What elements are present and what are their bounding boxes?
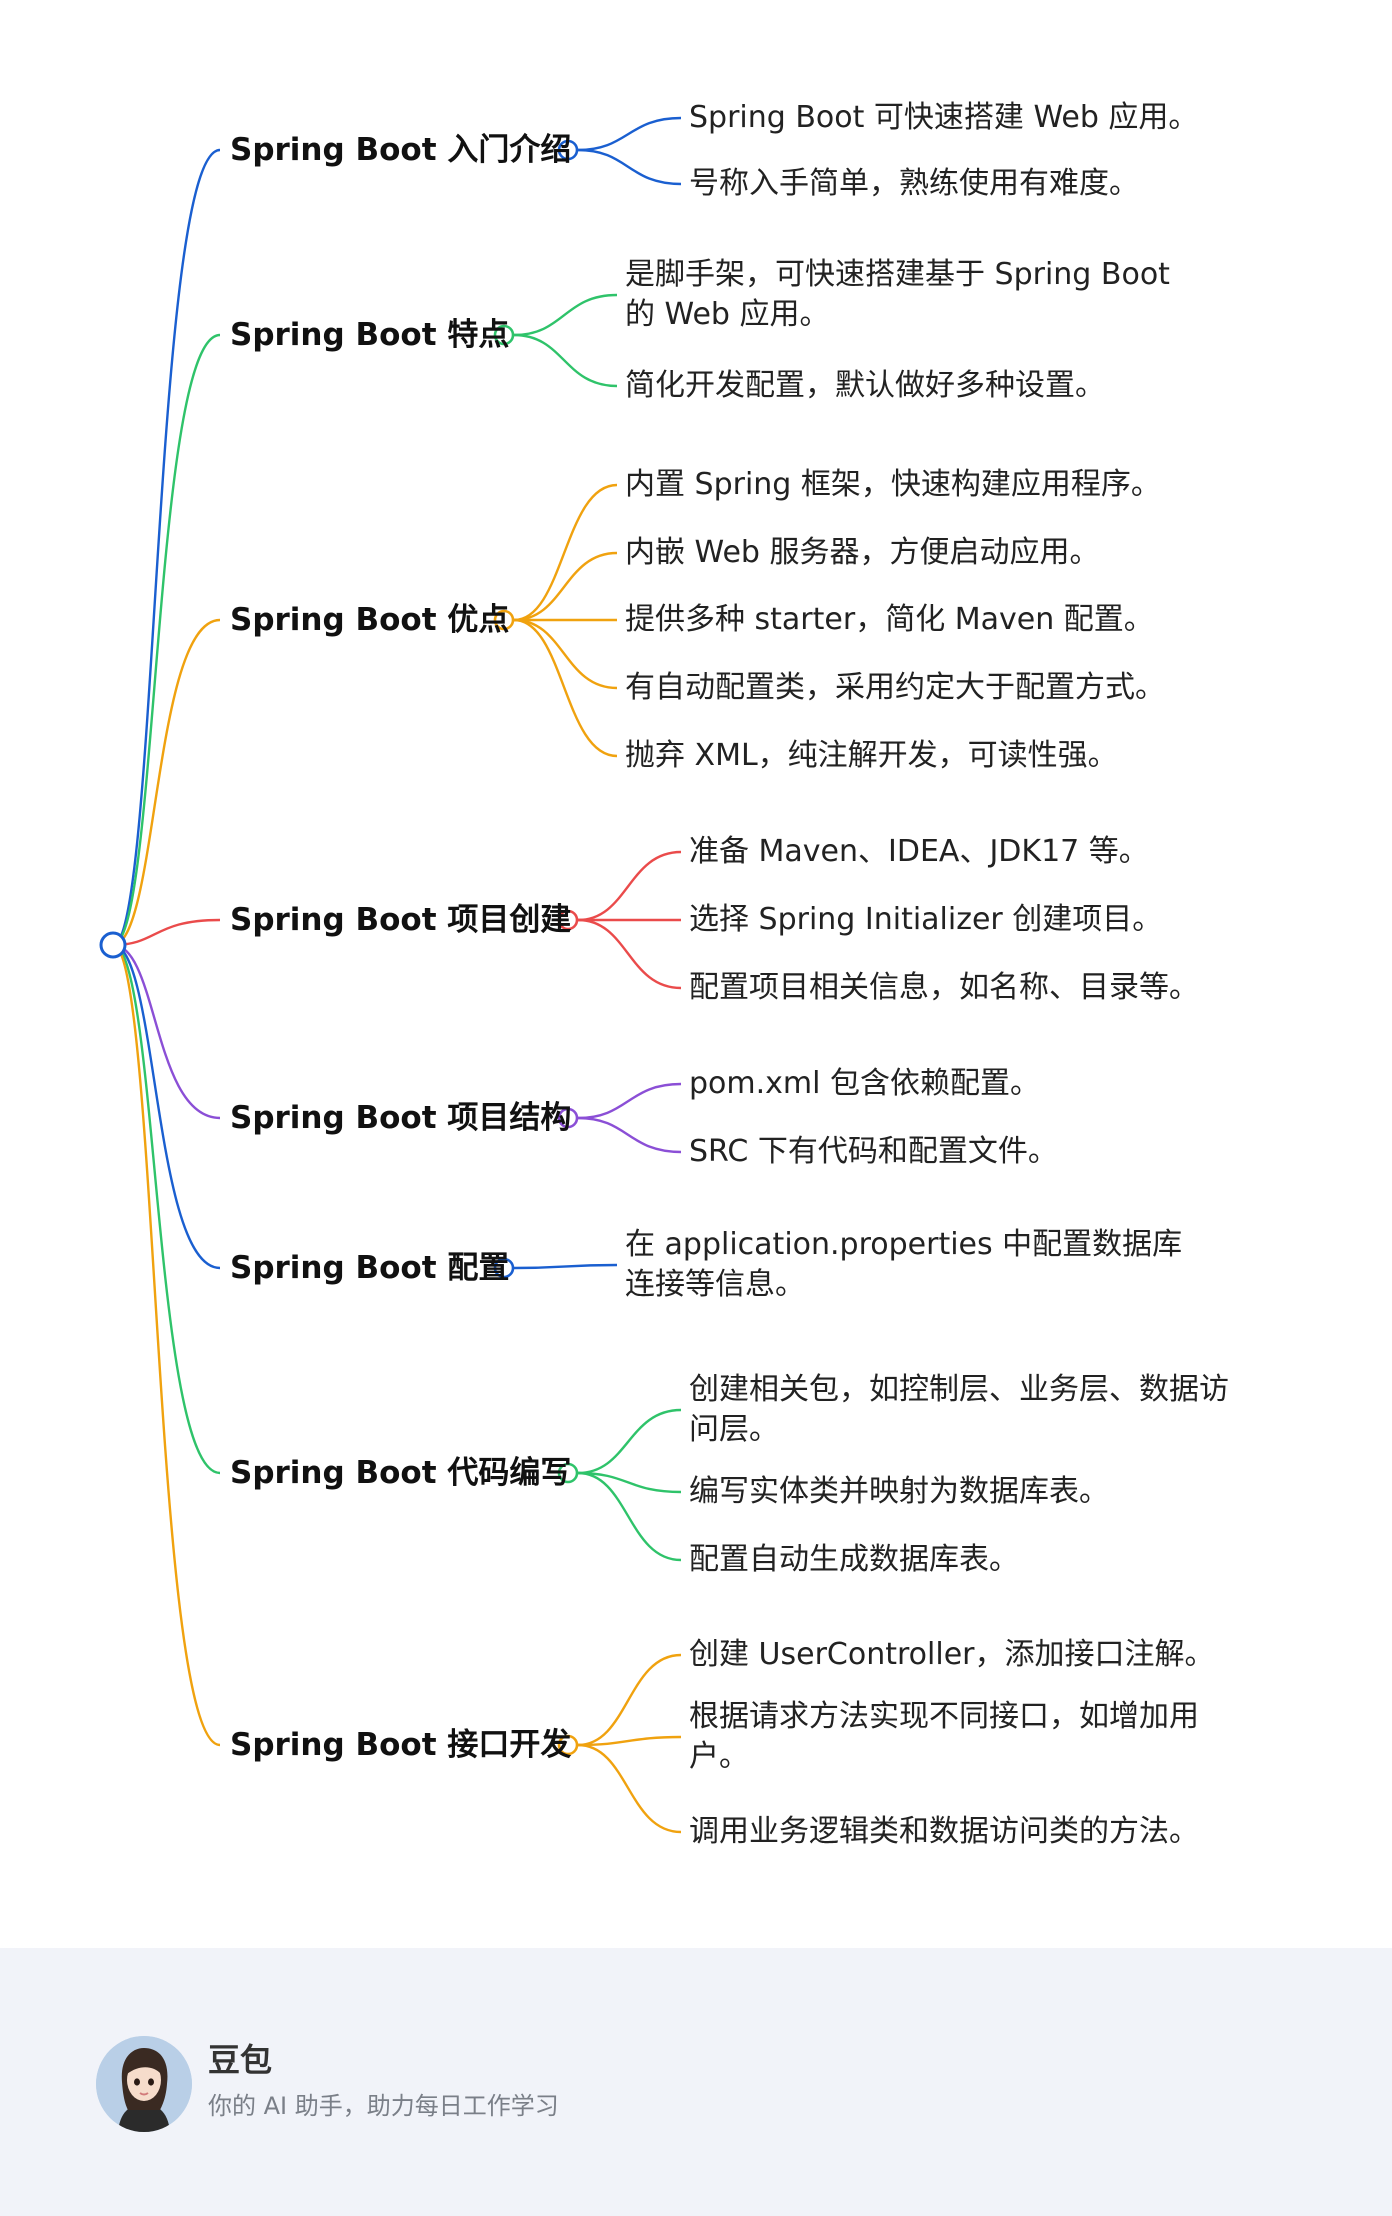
- leaf-connector: [577, 1743, 682, 1834]
- branch-label: Spring Boot 特点: [230, 317, 510, 353]
- leaf-label: 抛弃 XML，纯注解开发，可读性强。: [625, 738, 1118, 773]
- leaf-label: 内嵌 Web 服务器，方便启动应用。: [625, 535, 1100, 570]
- branch-node: [493, 1257, 515, 1279]
- branch-node: [557, 909, 579, 931]
- branch-label: Spring Boot 接口开发: [230, 1727, 572, 1763]
- leaf-connector: [577, 1082, 682, 1120]
- brand-name: 豆包: [208, 2041, 273, 2079]
- leaf-connector: [577, 918, 682, 990]
- leaf-connector: [513, 551, 618, 622]
- leaf-label: pom.xml 包含依赖配置。: [689, 1066, 1041, 1101]
- branch-node: [557, 1107, 579, 1129]
- leaf-connector: [577, 1735, 682, 1747]
- leaf-label: Spring Boot 可快速搭建 Web 应用。: [689, 100, 1199, 135]
- leaf-label: 号称入手简单，熟练使用有难度。: [689, 166, 1139, 201]
- mind-map-connectors: [99, 116, 682, 1834]
- leaf-label: 内置 Spring 框架，快速构建应用程序。: [625, 467, 1161, 502]
- branch-node: [493, 609, 515, 631]
- leaf-connector: [513, 483, 618, 622]
- root-branch-connector: [112, 943, 221, 1747]
- leaf-connector: [577, 116, 682, 152]
- branch-node: [557, 139, 579, 161]
- leaf-connector: [577, 1408, 682, 1475]
- leaf-label: 是脚手架，可快速搭建基于 Spring Boot 的 Web 应用。: [625, 257, 1170, 332]
- branch-label: Spring Boot 项目结构: [230, 1100, 572, 1136]
- branch-label: Spring Boot 入门介绍: [230, 132, 572, 168]
- leaf-connector: [513, 618, 618, 758]
- leaf-label: 调用业务逻辑类和数据访问类的方法。: [689, 1814, 1199, 1849]
- leaf-label: 根据请求方法实现不同接口，如增加用户。: [689, 1699, 1199, 1774]
- leaf-connector: [577, 1471, 682, 1562]
- branch-label: Spring Boot 配置: [230, 1250, 510, 1286]
- leaf-connector: [513, 333, 618, 388]
- leaf-connector: [577, 1116, 682, 1154]
- leaf-connector: [577, 850, 682, 922]
- root-node: [99, 931, 127, 959]
- root-branch-connector: [112, 918, 221, 947]
- brand-tagline: 你的 AI 助手，助力每日工作学习: [208, 2092, 559, 2120]
- leaf-connector: [577, 1653, 682, 1747]
- leaf-label: 选择 Spring Initializer 创建项目。: [689, 902, 1163, 937]
- root-branch-connector: [112, 943, 221, 1270]
- leaf-label: 提供多种 starter，简化 Maven 配置。: [625, 602, 1154, 637]
- leaf-connector: [577, 148, 682, 186]
- leaf-label: 配置自动生成数据库表。: [689, 1542, 1019, 1577]
- leaf-label: 在 application.properties 中配置数据库连接等信息。: [625, 1227, 1183, 1302]
- leaf-label: 创建相关包，如控制层、业务层、数据访问层。: [689, 1372, 1229, 1447]
- mind-map: Spring Boot 入门介绍 Spring Boot 可快速搭建 Web 应用…: [99, 100, 1229, 1849]
- branch-label: Spring Boot 代码编写: [230, 1455, 572, 1491]
- branch-node: [557, 1462, 579, 1484]
- leaf-label: 创建 UserController，添加接口注解。: [689, 1637, 1215, 1672]
- root-branch-connector: [112, 333, 221, 947]
- branch-node: [557, 1734, 579, 1756]
- leaf-connector: [513, 293, 618, 337]
- leaf-label: 有自动配置类，采用约定大于配置方式。: [625, 670, 1165, 705]
- leaf-connector: [513, 1263, 618, 1270]
- branch-node: [493, 324, 515, 346]
- assistant-avatar-icon: [96, 2036, 192, 2132]
- leaf-label: SRC 下有代码和配置文件。: [689, 1134, 1058, 1169]
- leaf-label: 配置项目相关信息，如名称、目录等。: [689, 970, 1199, 1005]
- root-branch-connector: [112, 618, 221, 947]
- leaf-connector: [513, 618, 618, 690]
- leaf-connector: [577, 1471, 682, 1494]
- leaf-label: 简化开发配置，默认做好多种设置。: [625, 368, 1105, 403]
- root-branch-connector: [112, 943, 221, 1475]
- leaf-label: 准备 Maven、IDEA、JDK17 等。: [689, 834, 1149, 869]
- branch-label: Spring Boot 优点: [230, 602, 510, 638]
- branch-label: Spring Boot 项目创建: [230, 902, 572, 938]
- leaf-label: 编写实体类并映射为数据库表。: [689, 1474, 1109, 1509]
- root-branch-connector: [112, 943, 221, 1120]
- footer-bar: 豆包 你的 AI 助手，助力每日工作学习: [0, 1948, 1392, 2216]
- root-branch-connector: [112, 148, 221, 947]
